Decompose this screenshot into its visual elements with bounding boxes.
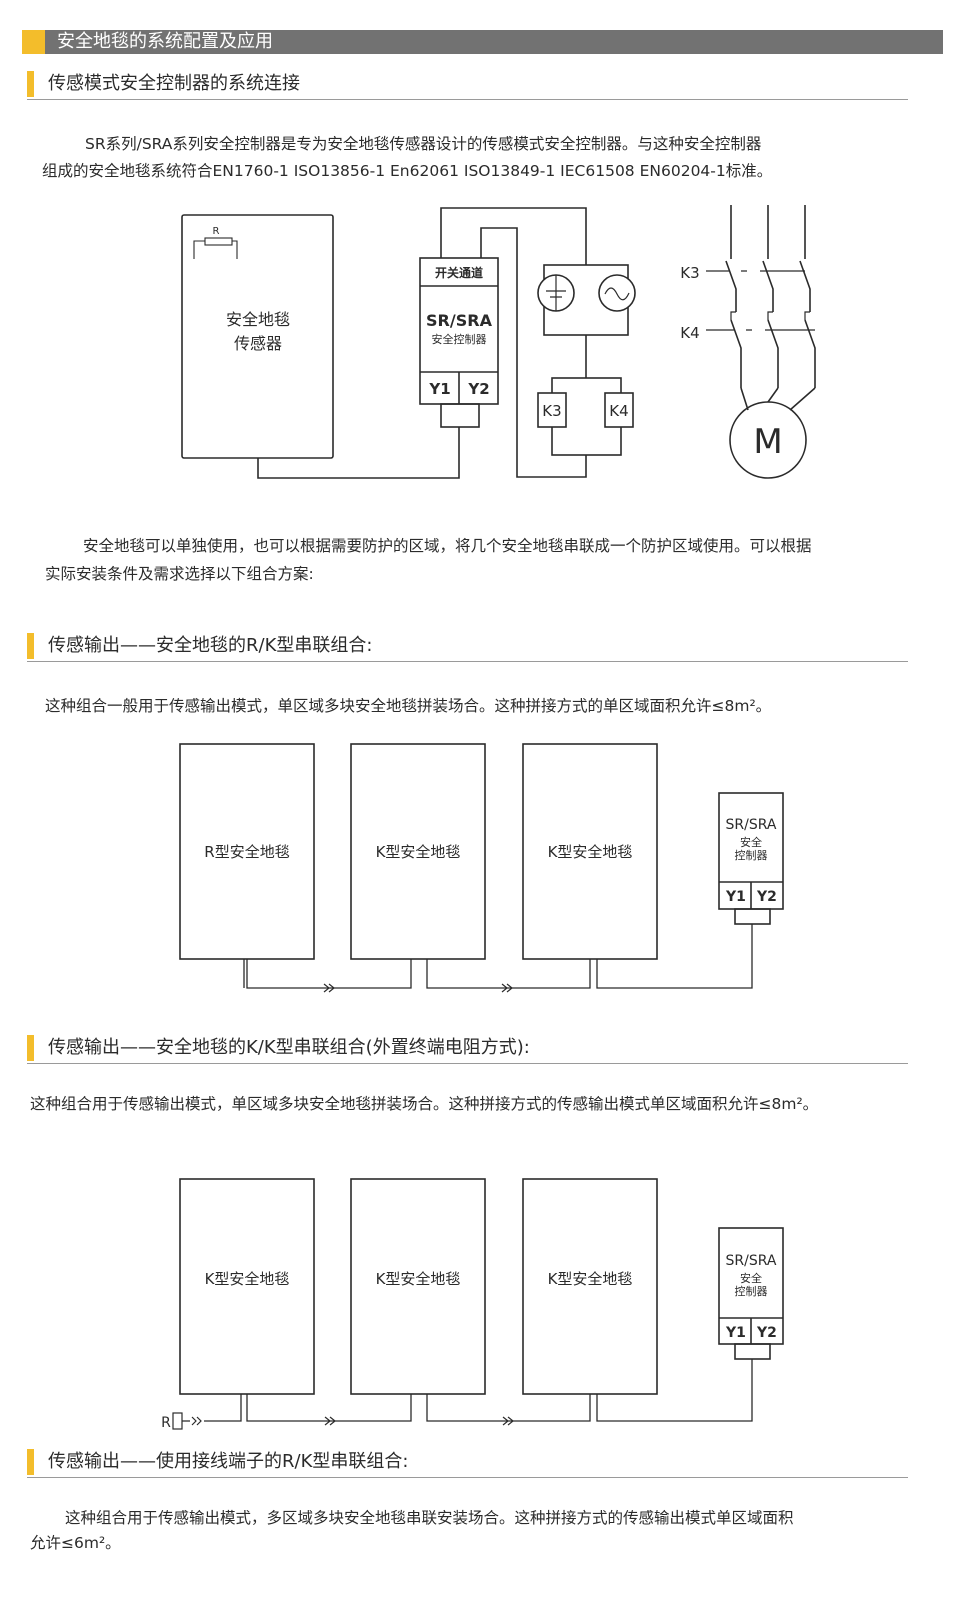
terminal-resistor-icon [172, 1412, 183, 1430]
wire [257, 427, 460, 479]
controller-name: 安全控制器 [432, 332, 487, 346]
controller-name: 控制器 [735, 848, 768, 862]
sensor-label: 安全地毯 [226, 310, 290, 329]
wire [204, 1394, 242, 1422]
mat-label: K型安全地毯 [548, 1270, 633, 1288]
mat-label: R型安全地毯 [204, 843, 289, 861]
resistor-label: R [161, 1415, 171, 1431]
paragraph-line: 这种组合一般用于传感输出模式，单区域多块安全地毯拼装场合。这种拼接方式的单区域面… [45, 697, 772, 715]
paragraph-line: 组成的安全地毯系统符合EN1760-1 ISO13856-1 En62061 I… [42, 162, 773, 180]
y1-terminal: Y1 [725, 889, 746, 905]
k3-coil-label: K3 [542, 402, 561, 420]
section-title: 传感输出——安全地毯的K/K型串联组合(外置终端电阻方式): [48, 1037, 530, 1058]
paragraph-line: SR系列/SRA系列安全控制器是专为安全地毯传感器设计的传感模式安全控制器。与这… [85, 135, 762, 153]
y1-terminal: Y1 [428, 380, 450, 398]
controller-model: SR/SRA [726, 817, 777, 833]
y1-terminal: Y1 [725, 1325, 746, 1341]
mat-label: K型安全地毯 [205, 1270, 290, 1288]
mat-box [350, 1178, 486, 1395]
rk-series-diagram: R型安全地毯 K型安全地毯 K型安全地毯 SR/SRA 安全 控制器 Y1 Y2 [179, 743, 784, 993]
section-title: 传感输出——安全地毯的R/K型串联组合: [48, 635, 373, 656]
y2-terminal: Y2 [467, 380, 489, 398]
y2-terminal: Y2 [756, 889, 777, 905]
paragraph-line: 允许≤6m²。 [30, 1534, 121, 1552]
accent-bar [27, 633, 34, 659]
controller-name: 安全 [740, 1271, 762, 1285]
mat-box [350, 743, 486, 960]
resistor-label: R [213, 226, 220, 237]
accent-bar [27, 1035, 34, 1061]
paragraph-line: 这种组合用于传感输出模式，多区域多块安全地毯串联安装场合。这种拼接方式的传感输出… [65, 1509, 794, 1527]
system-connection-diagram: R 安全地毯 传感器 开关通道 SR/SRA 安全控制器 Y1 Y2 K3 K4 [181, 205, 816, 479]
sensor-label: 传感器 [234, 334, 282, 353]
main-title-bar: 安全地毯的系统配置及应用 [22, 30, 943, 54]
section-title: 传感输出——使用接线端子的R/K型串联组合: [48, 1451, 409, 1472]
wire [246, 924, 753, 989]
section-heading-1: 传感模式安全控制器的系统连接 [27, 71, 908, 100]
controller-box [419, 257, 499, 428]
controller-model: SR/SRA [726, 1253, 777, 1269]
resistor-icon [193, 237, 238, 259]
wire [440, 207, 587, 265]
paragraph-line: 这种组合用于传感输出模式，单区域多块安全地毯拼装场合。这种拼接方式的传感输出模式… [30, 1095, 819, 1113]
kk-series-diagram: K型安全地毯 K型安全地毯 K型安全地毯 SR/SRA 安全 控制器 Y1 Y2… [161, 1178, 784, 1431]
accent-block [22, 30, 45, 54]
controller-model: SR/SRA [426, 311, 493, 330]
k3-contact-label: K3 [680, 264, 699, 282]
arrow-icon [323, 983, 513, 993]
motor-label: M [753, 422, 782, 462]
paragraph-line: 安全地毯可以单独使用，也可以根据需要防护的区域，将几个安全地毯串联成一个防护区域… [83, 537, 812, 555]
main-title: 安全地毯的系统配置及应用 [57, 31, 273, 52]
arrow-icon [182, 1416, 514, 1426]
k4-coil-label: K4 [609, 402, 628, 420]
wire [246, 1359, 753, 1422]
accent-bar [27, 71, 34, 97]
k4-contact-label: K4 [680, 324, 699, 342]
wire [480, 227, 587, 478]
y2-terminal: Y2 [756, 1325, 777, 1341]
section-heading-2: 传感输出——安全地毯的R/K型串联组合: [27, 633, 908, 662]
section-title: 传感模式安全控制器的系统连接 [48, 73, 300, 94]
k3-coil [537, 392, 567, 428]
controller-name: 安全 [740, 835, 762, 849]
mat-label: K型安全地毯 [376, 843, 461, 861]
paragraph-line: 实际安装条件及需求选择以下组合方案: [45, 565, 314, 583]
section-heading-4: 传感输出——使用接线端子的R/K型串联组合: [27, 1449, 908, 1478]
mat-label: K型安全地毯 [376, 1270, 461, 1288]
accent-bar [27, 1449, 34, 1475]
k4-coil [604, 392, 634, 428]
mat-label: K型安全地毯 [548, 843, 633, 861]
controller-name: 控制器 [735, 1284, 768, 1298]
motor-circuit [706, 205, 816, 479]
section-heading-3: 传感输出——安全地毯的K/K型串联组合(外置终端电阻方式): [27, 1035, 908, 1064]
switch-channel-label: 开关通道 [435, 265, 483, 280]
